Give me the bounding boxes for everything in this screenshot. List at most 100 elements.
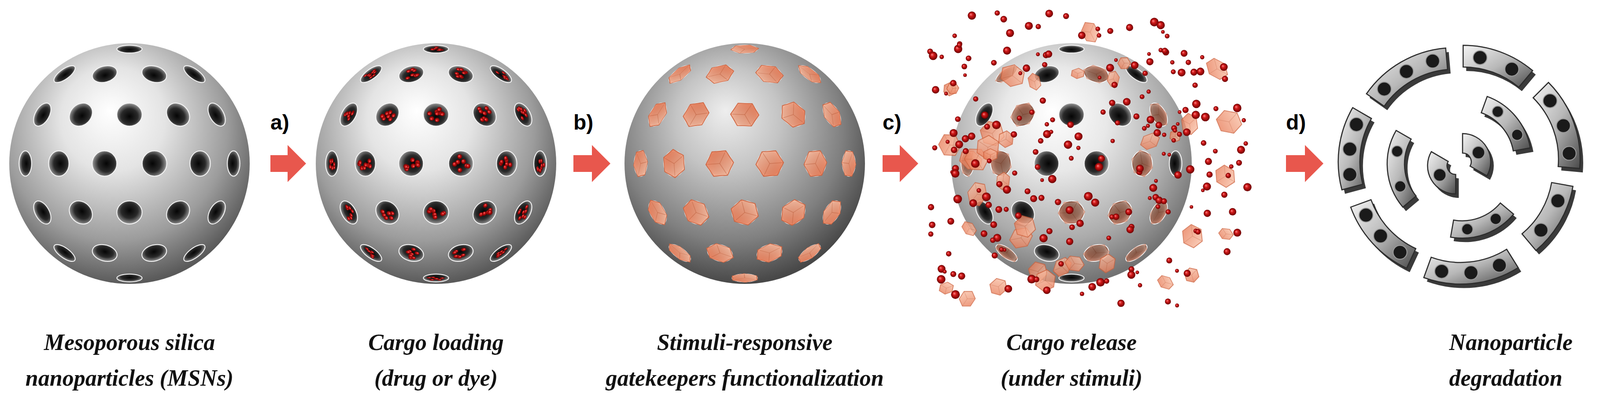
released-cargo: [1219, 62, 1228, 71]
cargo-molecule: [486, 108, 493, 115]
gatekeeper-crystal: [644, 98, 671, 131]
released-cargo: [1200, 55, 1205, 60]
cargo-molecule: [328, 163, 332, 169]
crystal-facet: [1221, 228, 1228, 234]
released-cargo: [976, 188, 982, 193]
fragment-pore: [1511, 129, 1523, 141]
fragment-face: [1522, 182, 1574, 251]
crystal-facet: [734, 212, 745, 222]
fragment-pore: [1463, 265, 1478, 280]
crystal-facet: [1210, 58, 1222, 69]
silica-fragment: [1450, 203, 1517, 243]
released-cargo: [1200, 112, 1210, 122]
released-cargo: [1022, 64, 1031, 72]
crystal-facet: [674, 163, 676, 178]
released-cargo: [1160, 29, 1165, 34]
silica-fragment: [1522, 182, 1577, 255]
crystal-facet: [1072, 70, 1079, 74]
released-cargo: [1069, 224, 1076, 230]
cargo-molecule: [503, 164, 508, 170]
crystal-facet: [719, 252, 734, 258]
fragment-pore: [1359, 207, 1373, 222]
released-cargo: [1117, 299, 1125, 307]
crystal-facet: [636, 152, 641, 164]
crystal-facet: [1014, 220, 1025, 229]
nanoparticle-node: Cargo loading (drug or dye): [315, 43, 557, 284]
gatekeeper-crystal: [997, 61, 1028, 90]
pore: [92, 150, 117, 176]
cargo-molecule: [432, 48, 438, 50]
crystal-facet: [1209, 67, 1218, 76]
nanoparticle-illustration: [927, 9, 1252, 310]
pore: [358, 241, 385, 265]
released-cargo: [1221, 191, 1228, 198]
released-cargo: [1048, 174, 1057, 184]
released-cargo: [1005, 29, 1014, 37]
released-cargo: [982, 192, 991, 202]
gatekeeper-crystal: [665, 61, 695, 87]
crystal-facet: [996, 286, 1003, 296]
cargo-molecule: [385, 210, 392, 217]
gatekeeper-crystal: [678, 96, 714, 133]
crystal-facet: [676, 252, 683, 260]
cargo-molecule: [369, 253, 375, 258]
released-cargo: [1066, 237, 1074, 245]
crystal-facet: [705, 163, 720, 165]
released-cargo: [1141, 125, 1147, 131]
gatekeeper-crystal: [818, 99, 846, 130]
released-cargo: [1063, 13, 1069, 19]
crystal-facet: [657, 102, 666, 115]
pore: [423, 200, 449, 224]
released-cargo: [968, 132, 976, 141]
gatekeeper-crystal: [1155, 272, 1176, 292]
crystal-facet: [963, 221, 971, 229]
pore: [227, 150, 241, 176]
cargo-molecule: [522, 107, 528, 114]
released-cargo: [1183, 269, 1191, 277]
edge-label-holder: b): [573, 110, 595, 135]
crystal-facet: [1023, 218, 1035, 227]
cargo-molecule: [437, 49, 443, 51]
released-cargo: [1016, 115, 1023, 121]
crystal-facet: [1068, 255, 1076, 264]
released-cargo: [953, 194, 963, 204]
released-cargo: [995, 205, 1002, 213]
crystal-facet: [1077, 71, 1085, 74]
crystal-facet: [1094, 73, 1102, 83]
pore: [1006, 98, 1040, 131]
gatekeeper-crystal: [730, 103, 759, 126]
released-cargo: [1000, 15, 1008, 23]
released-cargo: [1191, 110, 1201, 119]
released-cargo: [1095, 26, 1101, 32]
crystal-facet: [940, 283, 947, 289]
fragment-pore: [1393, 245, 1407, 259]
cargo-molecule: [433, 277, 439, 280]
gatekeeper-crystal: [1063, 253, 1086, 274]
crystal-facet: [755, 70, 770, 77]
pore: [396, 241, 426, 264]
cargo-molecule: [414, 72, 420, 78]
released-cargo: [981, 111, 989, 119]
gatekeeper-crystal: [1006, 98, 1040, 131]
released-cargo: [1180, 49, 1188, 57]
fragment-pore: [1492, 106, 1504, 118]
released-cargo: [1049, 129, 1054, 134]
crystal-facet: [1133, 247, 1138, 253]
gatekeeper-crystal: [818, 196, 846, 229]
crystal-facet: [995, 246, 1007, 255]
released-cargo: [1243, 140, 1249, 146]
pore: [1123, 241, 1150, 265]
gatekeeper-crystal: [753, 240, 785, 265]
released-cargo: [1146, 115, 1155, 124]
pore: [371, 98, 404, 131]
crystal-facet: [1042, 269, 1051, 281]
released-cargo: [1035, 23, 1042, 30]
crystal-facet: [987, 138, 999, 151]
fragment-face: [1423, 249, 1519, 285]
cargo-molecule: [434, 117, 440, 122]
pore: [29, 99, 55, 130]
pore: [398, 150, 424, 176]
released-cargo: [1002, 185, 1011, 194]
cargo-molecule: [358, 159, 363, 165]
pore: [51, 62, 78, 86]
